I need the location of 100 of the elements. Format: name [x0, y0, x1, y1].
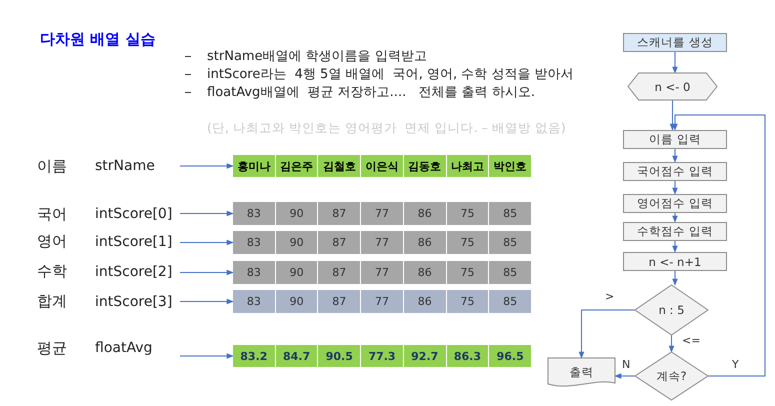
- process-box: [623, 194, 727, 213]
- arrow: [614, 373, 636, 379]
- box-label: 영어점수 입력: [637, 196, 713, 211]
- array-cell: 87: [318, 231, 360, 254]
- variable-name: intScore[1]: [95, 234, 172, 250]
- box-label: 스캐너를 생성: [637, 35, 713, 50]
- array-cell: 75: [446, 231, 488, 254]
- array-row: [233, 345, 531, 367]
- process-box: [623, 222, 727, 241]
- row-label: 합계: [37, 292, 68, 311]
- instruction-text: strName배열에 학생이름을 입력받고: [207, 48, 427, 65]
- array-cell: 김철호: [318, 155, 360, 177]
- array-cell: 75: [446, 202, 488, 225]
- row-label: 평균: [37, 338, 68, 358]
- row-label: 수학: [37, 262, 68, 281]
- array-cell: 86: [404, 202, 446, 225]
- array-cell: 85: [489, 290, 532, 313]
- array-cell: 85: [489, 231, 532, 254]
- arrow: [180, 270, 234, 276]
- process-box: [623, 162, 727, 181]
- array-cell: 77.3: [361, 345, 403, 367]
- array-cell: 75: [446, 261, 488, 284]
- arrow: [180, 240, 234, 246]
- array-cell: 77: [361, 261, 403, 284]
- shape-label: 계속?: [656, 368, 687, 384]
- arrow: [668, 334, 674, 353]
- array-cell: 박인호: [489, 155, 532, 177]
- array-cell: 김동호: [404, 155, 446, 177]
- document-shape: [548, 358, 615, 386]
- array-cell: 86.3: [446, 345, 488, 367]
- process-box: [623, 130, 727, 149]
- process-box: [623, 252, 727, 271]
- array-row: [233, 155, 531, 177]
- array-cell: 83: [233, 261, 275, 284]
- box-label: 수학점수 입력: [637, 224, 713, 239]
- array-row: [233, 231, 531, 254]
- arrow: [180, 298, 234, 304]
- shape-label: n <- 0: [654, 80, 690, 94]
- array-cell: 92.7: [404, 345, 446, 367]
- array-cell: 86: [404, 290, 446, 313]
- arrow: [672, 114, 766, 376]
- preparation-hexagon: [628, 73, 717, 100]
- variable-name: intScore[3]: [95, 294, 172, 310]
- title: 다차원 배열 실습: [40, 30, 156, 49]
- arrow: [672, 180, 678, 195]
- array-cell: 77: [361, 231, 403, 254]
- edge-label: Y: [731, 359, 740, 371]
- variable-name: strName: [95, 158, 155, 174]
- array-cell: 87: [318, 261, 360, 284]
- array-cell: 83: [233, 231, 275, 254]
- arrow: [578, 310, 636, 359]
- array-cell: 85: [489, 202, 532, 225]
- variable-name: floatAvg: [95, 340, 152, 356]
- instruction-text: floatAvg배열에 평균 저장하고.... 전체를 출력 하시오.: [207, 84, 536, 101]
- arrow: [672, 148, 678, 163]
- process-box: [623, 33, 727, 52]
- array-row: [233, 290, 531, 313]
- array-cell: 90.5: [318, 345, 360, 367]
- arrow: [672, 270, 678, 286]
- shape-label: 출력: [570, 364, 594, 380]
- array-cell: 77: [361, 290, 403, 313]
- array-cell: 87: [318, 290, 360, 313]
- box-label: n <- n+1: [648, 254, 702, 268]
- array-cell: 90: [276, 290, 318, 313]
- array-cell: 90: [276, 231, 318, 254]
- arrow: [672, 52, 678, 74]
- array-cell: 나최고: [446, 155, 488, 177]
- array-cell: 75: [446, 290, 488, 313]
- array-cell: 84.7: [276, 345, 318, 367]
- array-row: [233, 261, 531, 284]
- array-cell: 86: [404, 231, 446, 254]
- arrow: [670, 100, 676, 131]
- arrow: [672, 212, 678, 223]
- arrow: [180, 353, 234, 359]
- row-label: 영어: [37, 232, 68, 251]
- array-cell: 87: [318, 202, 360, 225]
- array-cell: 이은식: [361, 155, 403, 177]
- array-cell: 77: [361, 202, 403, 225]
- decision-diamond: [635, 285, 708, 335]
- row-label: 이름: [37, 156, 68, 176]
- arrow: [180, 163, 234, 169]
- array-cell: 홍미나: [233, 155, 275, 177]
- array-row: [233, 202, 531, 225]
- array-cell: 90: [276, 261, 318, 284]
- array-cell: 83: [233, 290, 275, 313]
- instruction-text: intScore라는 4행 5열 배열에 국어, 영어, 수학 성적을 받아서: [207, 66, 574, 83]
- shape-label: n : 5: [658, 303, 684, 317]
- array-cell: 김은주: [276, 155, 318, 177]
- box-label: 이름 입력: [649, 132, 701, 147]
- row-label: 국어: [37, 204, 68, 224]
- array-cell: 83: [233, 202, 275, 225]
- variable-name: intScore[2]: [95, 264, 172, 280]
- array-cell: 83.2: [233, 345, 275, 367]
- array-cell: 85: [489, 261, 532, 284]
- decision-diamond: [635, 352, 708, 400]
- box-label: 국어점수 입력: [637, 164, 713, 179]
- array-cell: 96.5: [489, 345, 532, 367]
- arrow: [180, 210, 234, 216]
- edge-label: N: [621, 359, 632, 371]
- arrow: [672, 240, 678, 253]
